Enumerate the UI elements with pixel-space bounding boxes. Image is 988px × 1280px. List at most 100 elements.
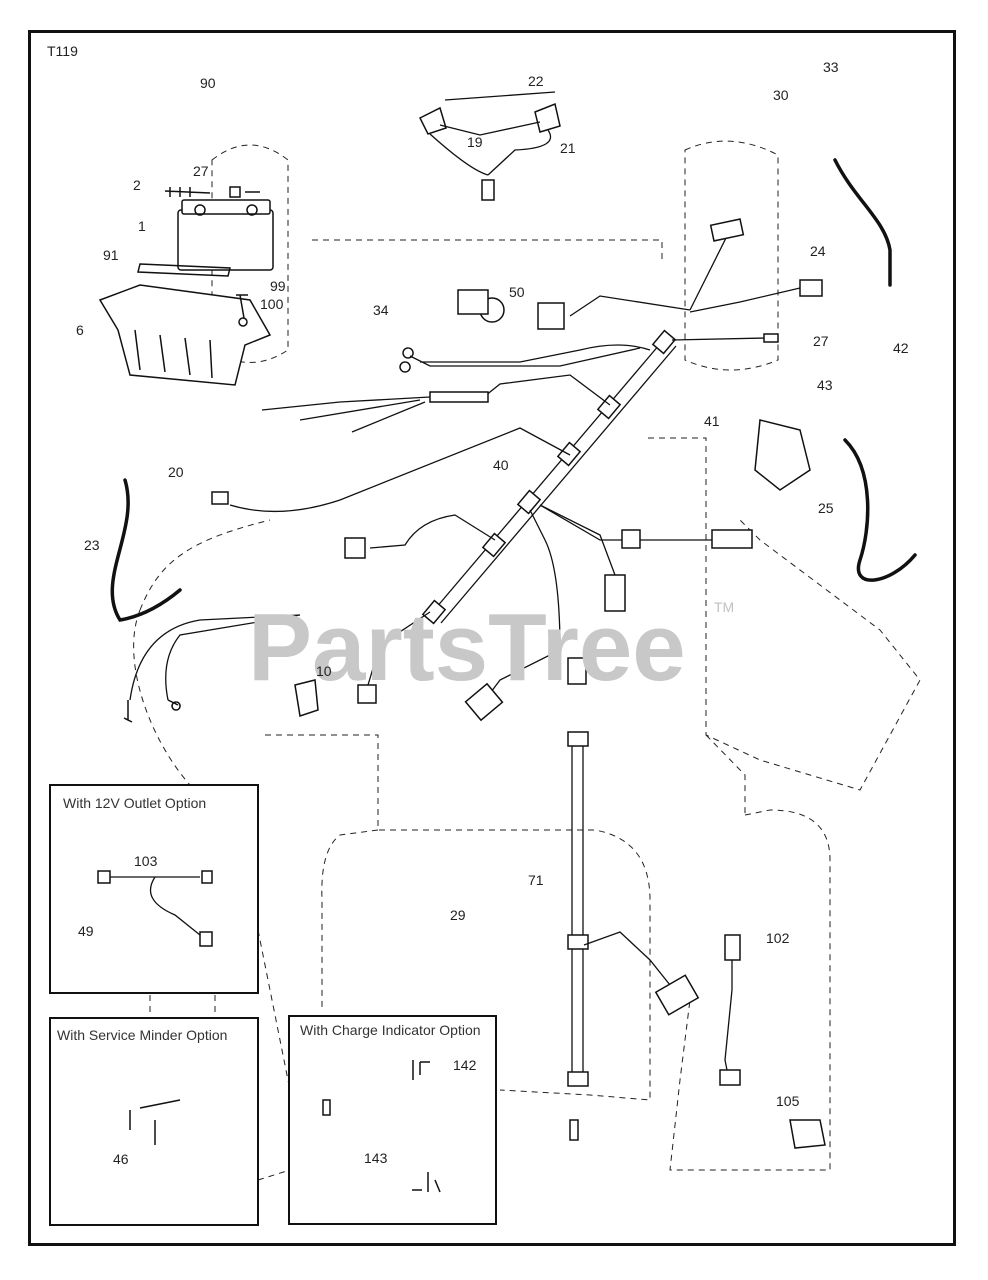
rear-sleeve-mid [567, 934, 589, 950]
lower-chassis-outline [265, 734, 746, 1101]
callout-2: 2 [133, 177, 141, 193]
plug-left [344, 537, 366, 559]
rear-fuse [569, 1119, 579, 1141]
callout-142: 142 [453, 1057, 477, 1073]
callout-34: 34 [373, 302, 389, 318]
callout-27-top: 27 [193, 163, 209, 179]
callout-20: 20 [168, 464, 184, 480]
option-link-dash-3 [257, 1169, 291, 1181]
callout-103: 103 [134, 853, 158, 869]
callout-43: 43 [817, 377, 833, 393]
option-charge-title: With Charge Indicator Option [300, 1022, 481, 1038]
callout-143: 143 [364, 1150, 388, 1166]
outlet-connector-left [97, 870, 111, 884]
callout-50: 50 [509, 284, 525, 300]
watermark-tm: TM [714, 599, 734, 615]
callout-42: 42 [893, 340, 909, 356]
callout-40: 40 [493, 457, 509, 473]
callout-105: 105 [776, 1093, 800, 1109]
callout-25: 25 [818, 500, 834, 516]
callouts: T119 90 22 33 30 19 21 27 2 1 91 99 100 … [47, 43, 909, 1109]
branch-to-20 [229, 427, 571, 513]
callout-100: 100 [260, 296, 284, 312]
battery-washer [238, 317, 248, 327]
branch-to-fuse [484, 374, 611, 406]
option-link-dash-1 [257, 929, 291, 1091]
harness-trunk-line-a [429, 337, 666, 616]
right-components [110, 158, 917, 1149]
seat-area-outline [321, 829, 379, 1010]
battery-bolt [164, 187, 211, 197]
option-charge-indicator: With Charge Indicator Option 142 143 [288, 1015, 497, 1225]
rear-sleeve-bottom [567, 1071, 589, 1087]
headlight-left [418, 106, 447, 135]
branch-to-27 [671, 337, 766, 341]
diagram-frame [28, 30, 956, 1246]
battery-tray-ribs [134, 329, 213, 379]
service-minder-part [129, 1099, 181, 1145]
battery-nut [229, 186, 260, 198]
callout-49: 49 [78, 923, 94, 939]
battery-top [181, 199, 271, 215]
callout-102: 102 [766, 930, 790, 946]
callout-19: 19 [467, 134, 483, 150]
connector-41 [621, 529, 641, 549]
harness-sleeve-6 [421, 599, 447, 625]
option-service-box [49, 1017, 259, 1226]
chassis-outline [133, 437, 921, 791]
module-plate [537, 302, 565, 330]
headlight-connector [481, 179, 495, 201]
battery [177, 209, 274, 271]
battery-assembly [98, 186, 274, 386]
connector-20 [211, 491, 229, 505]
callout-27-right: 27 [813, 333, 829, 349]
connector-link-dash [312, 239, 663, 262]
seat-switch [294, 679, 319, 717]
switch-102-body [719, 1069, 741, 1086]
rear-sleeve-top [567, 731, 589, 747]
branch-to-41 [539, 504, 720, 541]
outlet-harness [110, 876, 201, 936]
battery-holddown-strap [137, 263, 231, 277]
branch-to-switch [539, 504, 616, 576]
headlight-assembly [418, 91, 561, 201]
battery-terminal-pos [246, 204, 258, 216]
branch-to-plate [569, 295, 691, 317]
harness-group-outline [684, 140, 779, 371]
rear-connector [654, 974, 700, 1016]
switch-connector [604, 574, 626, 612]
cable-25 [843, 438, 917, 582]
rear-harness [567, 731, 700, 1141]
watermark: PartsTree [248, 594, 686, 701]
callout-91: 91 [103, 247, 119, 263]
branch-to-24 [689, 287, 801, 313]
outlet-connector-right [201, 870, 213, 884]
callout-90: 90 [200, 75, 216, 91]
connector-10 [357, 684, 377, 704]
group-outlines [133, 140, 921, 1181]
battery-screw [236, 294, 248, 319]
solenoid-43 [754, 419, 811, 491]
connector-41-end [711, 529, 753, 549]
harness-trunk-line-b [440, 345, 677, 624]
outlet-connector-bottom [199, 931, 213, 947]
option-12v-title: With 12V Outlet Option [63, 795, 206, 811]
ground-terminal-b [167, 699, 181, 711]
headlight-bulb-wire [429, 91, 556, 176]
callout-46: 46 [113, 1151, 129, 1167]
charge-part-top [412, 1060, 430, 1080]
option-charge-box [288, 1015, 497, 1225]
harness-sleeve-1 [651, 329, 677, 355]
switch-102 [724, 934, 741, 961]
branch-to-ground [129, 614, 301, 701]
callout-10: 10 [316, 663, 332, 679]
diode-connector [567, 657, 587, 685]
battery-terminal-neg [194, 204, 206, 216]
harness-sleeve-4 [516, 489, 542, 515]
pto-connector [464, 682, 504, 722]
main-harness [123, 218, 823, 723]
branch-to-34 [409, 344, 651, 367]
callout-33: 33 [823, 59, 839, 75]
cable-42 [833, 158, 892, 287]
